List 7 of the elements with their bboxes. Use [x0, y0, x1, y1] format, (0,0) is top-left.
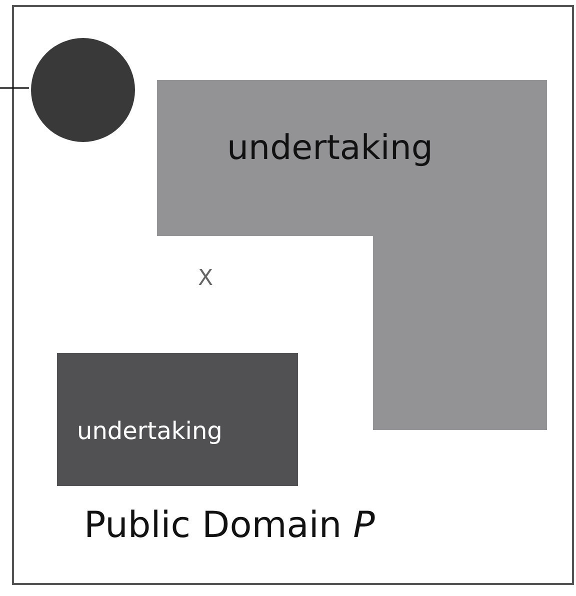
undertaking-box [57, 353, 298, 486]
leader-line [0, 87, 29, 89]
domain-label: Public Domain P [84, 505, 375, 546]
cross-mark: X [198, 266, 214, 291]
domain-frame [12, 5, 574, 585]
area-label: undertaking [227, 128, 434, 168]
area-label: undertaking [77, 417, 222, 445]
